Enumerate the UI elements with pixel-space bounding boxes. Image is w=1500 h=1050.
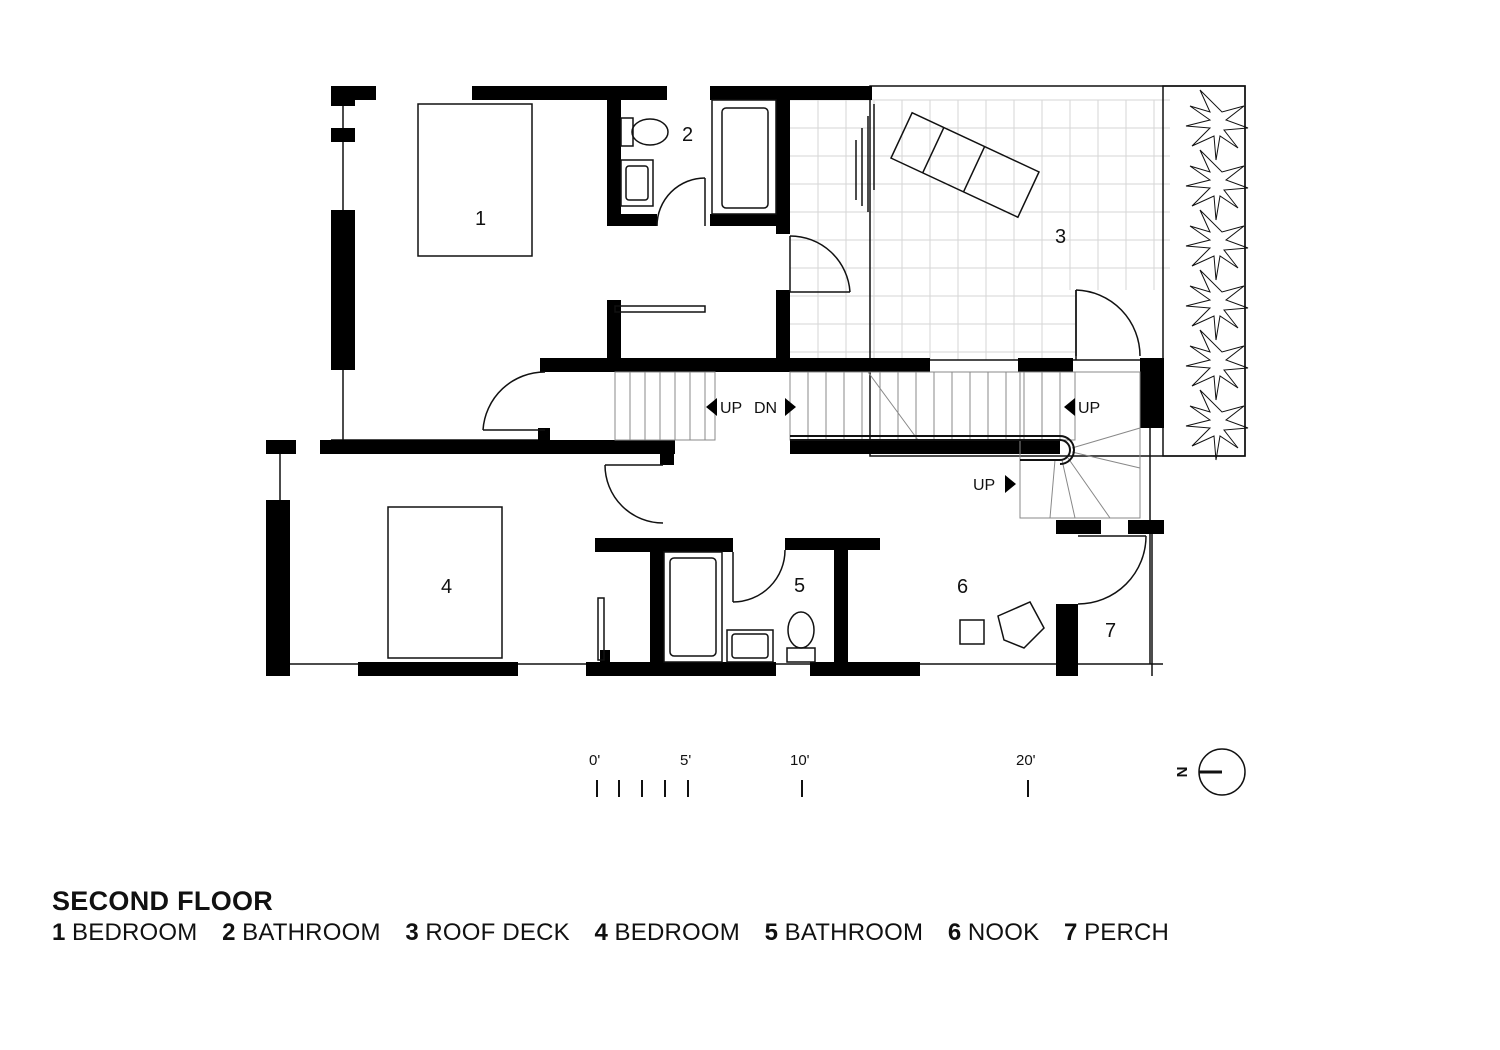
winder-stairs — [790, 371, 1141, 519]
legend-item: 5 BATHROOM — [765, 919, 924, 946]
roof-deck-grid — [790, 99, 1170, 360]
room-number-5: 5 — [794, 575, 805, 597]
legend-number: 1 — [52, 919, 66, 946]
legend-number: 6 — [947, 919, 962, 946]
scale-label-10: 10' — [790, 752, 810, 769]
planters — [1185, 89, 1249, 461]
legend-item: 3 ROOF DECK — [405, 919, 570, 946]
arrow-left-icon — [1064, 398, 1075, 416]
stair-label-down: DN — [754, 400, 777, 417]
toilet-5-tank — [786, 647, 816, 663]
legend-number: 2 — [222, 919, 236, 946]
room-number-6: 6 — [957, 576, 968, 598]
bathtub-5 — [663, 551, 723, 663]
room-legend: 1 BEDROOM 2 BATHROOM 3 ROOF DECK 4 BEDRO… — [52, 918, 1187, 948]
lounge-chair — [889, 111, 1041, 219]
north-arrow-icon: N — [1174, 748, 1246, 796]
stair-label-up-2: UP — [1078, 400, 1100, 417]
walls — [266, 86, 1164, 676]
legend-item: 4 BEDROOM — [595, 919, 740, 946]
bathtub-2 — [711, 99, 777, 215]
nook-chair — [997, 601, 1045, 649]
bed-room-1 — [417, 103, 533, 257]
sink-2 — [620, 159, 654, 207]
scale-bar: 0' 5' 10' 20' — [589, 752, 1036, 797]
legend-number: 7 — [1064, 919, 1078, 946]
room-number-2: 2 — [682, 124, 693, 146]
stair-label-up-1: UP — [720, 400, 742, 417]
room-number-4: 4 — [441, 576, 452, 598]
arrow-right-icon — [785, 398, 796, 416]
legend-name: BATHROOM — [784, 919, 924, 946]
bed-room-4 — [387, 506, 503, 659]
stair-label-up-3: UP — [973, 477, 995, 494]
toilet-2-tank — [620, 117, 634, 147]
deck-stair — [855, 104, 875, 212]
legend-number: 3 — [405, 919, 419, 946]
legend-name: BEDROOM — [614, 919, 740, 946]
legend-number: 5 — [764, 919, 778, 946]
legend-name: BEDROOM — [72, 919, 198, 946]
arrow-left-icon — [706, 398, 717, 416]
legend-name: ROOF DECK — [425, 919, 570, 946]
stair-labels: UP DN UP UP — [706, 398, 1100, 494]
room-number-3: 3 — [1055, 226, 1066, 248]
plan-caption: SECOND FLOOR 1 BEDROOM 2 BATHROOM 3 ROOF… — [52, 884, 1187, 948]
room-number-1: 1 — [475, 208, 486, 230]
furniture — [387, 99, 1045, 663]
legend-name: BATHROOM — [242, 919, 381, 946]
legend-item: 2 BATHROOM — [222, 919, 381, 946]
legend-item: 6 NOOK — [948, 919, 1040, 946]
arrow-right-icon — [1005, 475, 1016, 493]
legend-name: PERCH — [1084, 919, 1170, 946]
sink-5 — [726, 629, 774, 663]
nook-stool — [959, 619, 985, 645]
scale-label-0: 0' — [589, 752, 600, 769]
door-swings — [482, 177, 1147, 661]
scale-label-5: 5' — [680, 752, 691, 769]
plan-title: SECOND FLOOR — [52, 886, 274, 916]
straight-stairs — [614, 371, 1076, 441]
legend-item: 7 PERCH — [1064, 919, 1169, 946]
scale-label-20: 20' — [1016, 752, 1036, 769]
legend-name: NOOK — [967, 919, 1040, 946]
legend-item: 1 BEDROOM — [52, 919, 197, 946]
room-number-7: 7 — [1105, 620, 1116, 642]
legend-number: 4 — [594, 919, 608, 946]
north-letter: N — [1174, 767, 1191, 778]
